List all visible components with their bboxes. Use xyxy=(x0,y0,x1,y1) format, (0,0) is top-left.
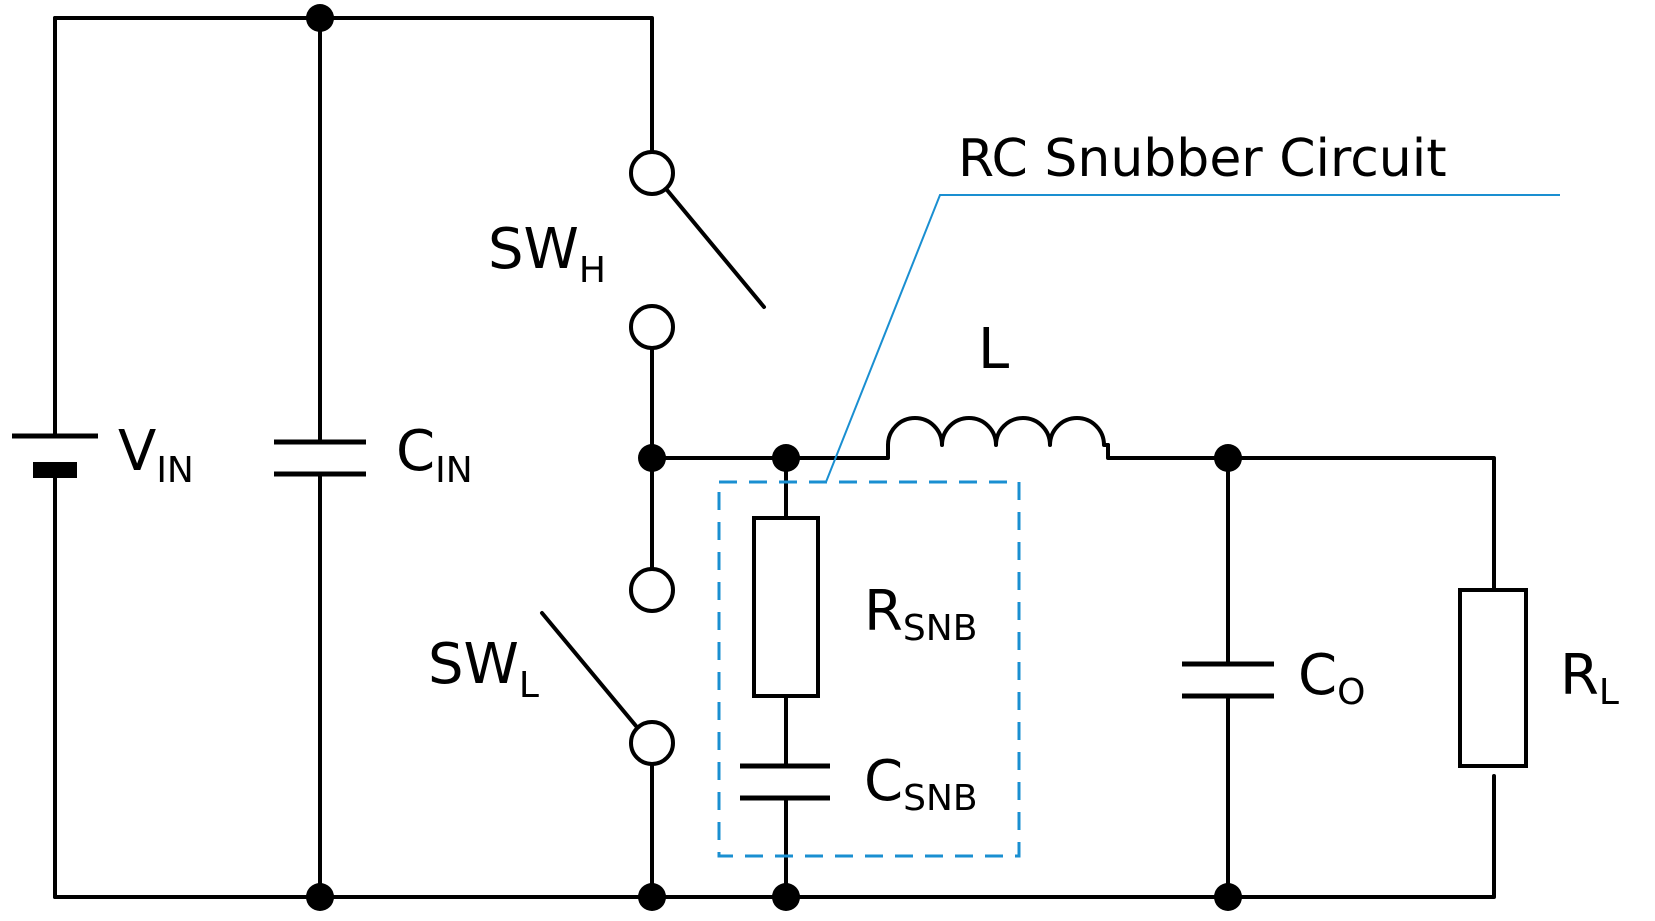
label-swh: SWH xyxy=(488,217,606,291)
junction-dot xyxy=(306,883,334,911)
wire-bottom-rail xyxy=(53,774,1496,899)
junctions xyxy=(306,4,1242,911)
resistor-rsnb xyxy=(752,516,820,698)
switch-low-side xyxy=(540,567,675,766)
inductor-coil xyxy=(886,416,1110,447)
swh-terminal-bottom xyxy=(629,304,675,350)
junction-dot xyxy=(1214,883,1242,911)
junction-dot xyxy=(638,444,666,472)
junction-dot xyxy=(306,4,334,32)
callout-label: RC Snubber Circuit xyxy=(958,129,1447,189)
label-rl: RL xyxy=(1560,643,1619,713)
label-swl: SWL xyxy=(428,632,539,706)
wire-sw-to-inductor xyxy=(650,443,890,460)
switch-high-side xyxy=(629,150,766,350)
callout-leader-line xyxy=(825,194,1560,483)
swh-blade xyxy=(665,188,766,309)
junction-dot xyxy=(1214,444,1242,472)
label-rsnb: RSNB xyxy=(864,579,977,649)
swl-blade xyxy=(540,611,638,728)
label-csnb: CSNB xyxy=(864,749,978,819)
wire-top-rail xyxy=(53,16,654,154)
label-cin: CIN xyxy=(396,419,473,491)
capacitor-csnb xyxy=(740,763,830,801)
junction-dot xyxy=(772,883,800,911)
wire-inductor-to-output xyxy=(1106,443,1496,592)
resistor-rl xyxy=(1458,588,1528,768)
capacitor-cin xyxy=(274,439,366,477)
snubber-dashed-box xyxy=(717,480,1021,858)
capacitor-co xyxy=(1182,661,1274,699)
label-co: CO xyxy=(1298,643,1365,713)
battery-vin xyxy=(12,433,98,478)
junction-dot xyxy=(772,444,800,472)
swl-terminal-bottom xyxy=(629,720,675,766)
label-vin: VIN xyxy=(118,419,194,491)
snubber-callout: RC Snubber Circuit xyxy=(717,129,1560,858)
label-inductor: L xyxy=(978,317,1009,382)
swl-terminal-top xyxy=(629,567,675,613)
swh-terminal-top xyxy=(629,150,675,196)
battery-short-plate xyxy=(33,462,77,478)
junction-dot xyxy=(638,883,666,911)
